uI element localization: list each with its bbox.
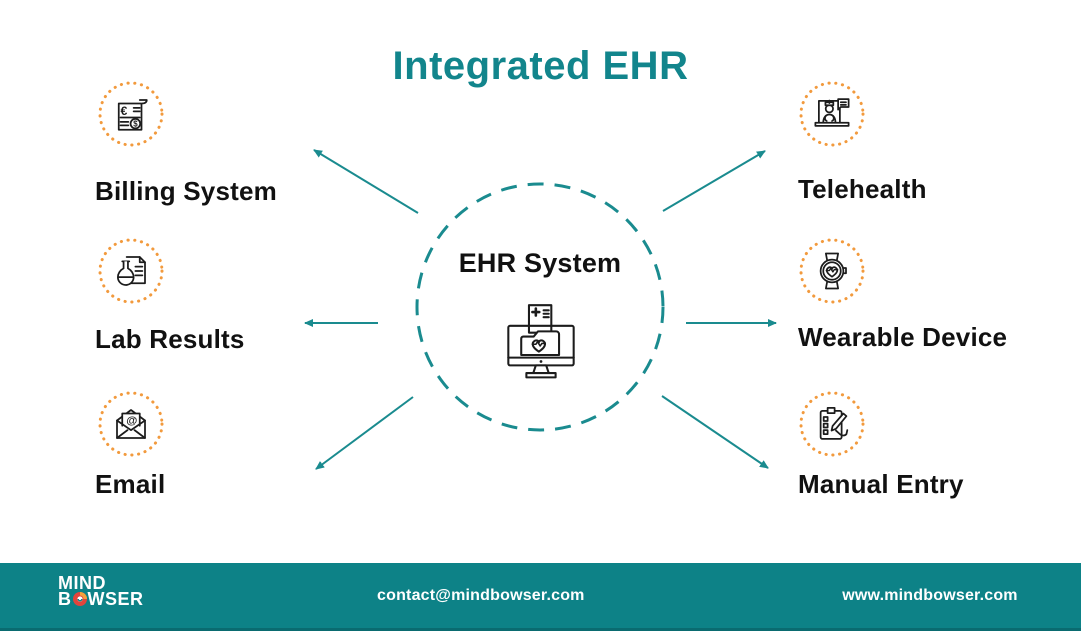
svg-text:@: @ [126, 415, 137, 427]
center-node-label: EHR System [458, 248, 622, 278]
logo-line1: MIND [58, 573, 106, 593]
dotted-ring [799, 238, 865, 304]
label-lab-results: Lab Results [95, 324, 245, 354]
label-wearable-device: Wearable Device [798, 322, 1008, 352]
manual-entry-clipboard-icon [797, 389, 867, 459]
swirl-logo-icon [72, 592, 87, 606]
center-dashed-circle [415, 182, 665, 432]
logo-line2-suffix: WSER [87, 589, 144, 609]
arrow-to-billing-system [313, 149, 419, 214]
arrow-to-email [315, 396, 414, 470]
ehr-monitor-folder-icon [498, 300, 584, 392]
svg-text:€: € [121, 104, 128, 118]
label-manual-entry: Manual Entry [798, 469, 964, 499]
arrow-to-telehealth [662, 150, 766, 212]
mindbowser-logo: MIND B WSER [58, 573, 144, 609]
footer-website-url: www.mindbowser.com [842, 587, 1018, 604]
footer-contact-email: contact@mindbowser.com [377, 587, 585, 604]
lab-flask-document-icon [96, 236, 166, 306]
arrow-to-manual-entry [661, 395, 769, 469]
email-envelope-icon: @ [96, 389, 166, 459]
svg-text:$: $ [133, 120, 138, 129]
dotted-ring [98, 238, 164, 304]
billing-receipt-icon: € $ [96, 79, 166, 149]
label-billing-system: Billing System [95, 176, 277, 206]
telehealth-doctor-laptop-icon [797, 79, 867, 149]
dotted-ring [799, 391, 865, 457]
label-telehealth: Telehealth [798, 174, 927, 204]
page-title: Integrated EHR [392, 44, 689, 88]
label-email: Email [95, 469, 166, 499]
footer-bottom-edge [0, 628, 1081, 631]
wearable-smartwatch-icon [797, 236, 867, 306]
dotted-ring [98, 391, 164, 457]
logo-line2-prefix: B [58, 589, 72, 609]
dotted-ring [799, 81, 865, 147]
dotted-ring [98, 81, 164, 147]
footer-bar: MIND B WSER contact@mindbowser.com www.m… [0, 563, 1081, 631]
